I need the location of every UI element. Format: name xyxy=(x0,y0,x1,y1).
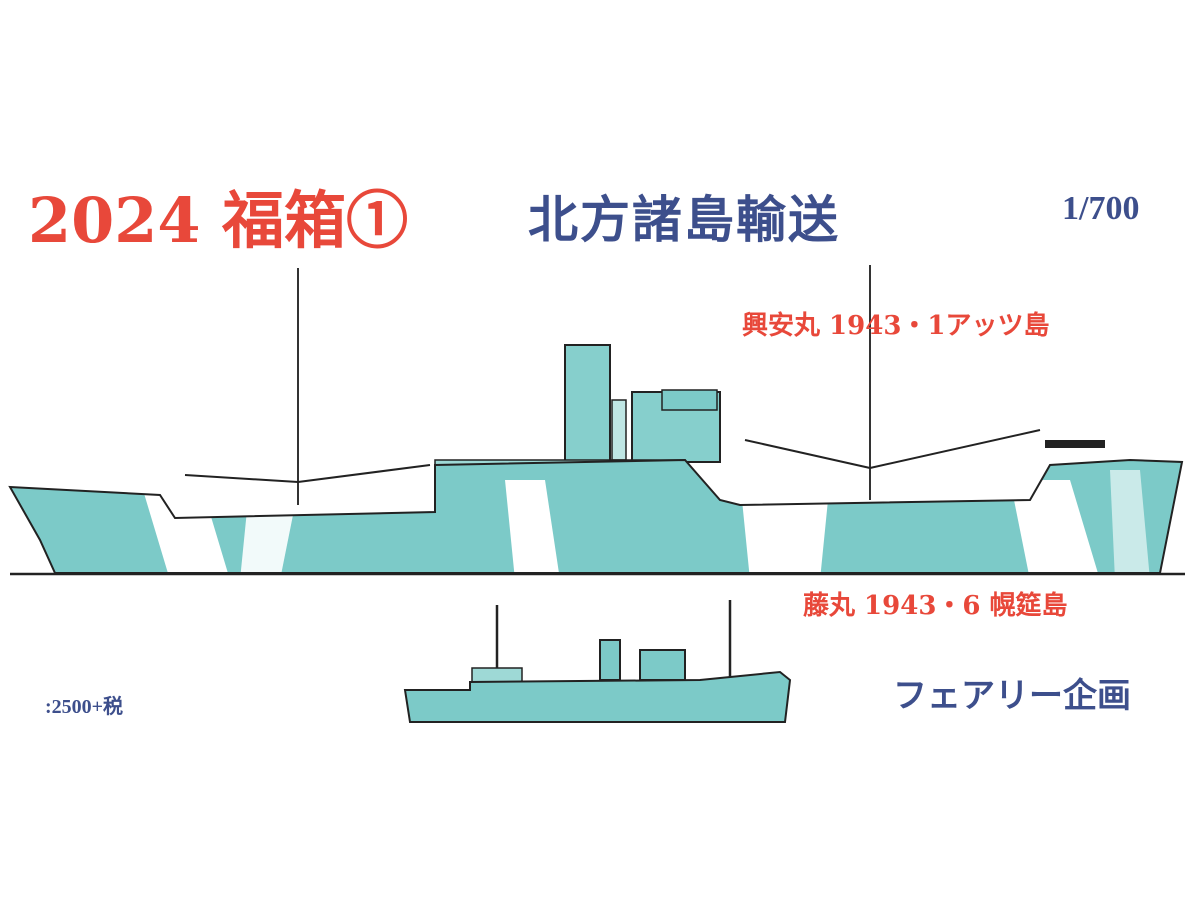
small-ship-drawing xyxy=(403,600,792,723)
maker-logo: フェアリー企画 xyxy=(893,676,1131,716)
ship-label-koan-maru: 興安丸 1943・1アッツ島 xyxy=(742,311,1050,341)
set-subtitle: 北方諸島輸送 xyxy=(528,190,840,249)
set-title: 2024 福箱① xyxy=(28,184,409,257)
price-label: :2500+税 xyxy=(45,696,124,718)
ship-label-fuji-maru: 藤丸 1943・6 幌筵島 xyxy=(803,591,1068,621)
scale-label: 1/700 xyxy=(1062,190,1140,227)
